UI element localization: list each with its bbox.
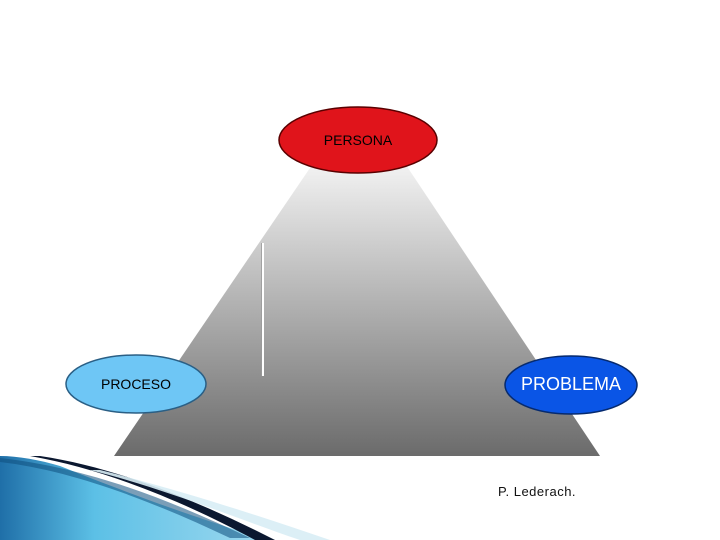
proceso-label: PROCESO — [100, 376, 171, 392]
author-credit: P. Lederach. — [498, 484, 577, 499]
corner-swoosh-decoration — [0, 456, 330, 540]
node-persona[interactable] — [278, 106, 438, 174]
node-proceso[interactable] — [65, 354, 207, 414]
persona-label: PERSONA — [323, 132, 393, 148]
node-problema[interactable] — [504, 355, 638, 415]
problema-label: PROBLEMA — [520, 374, 622, 394]
triangle-shape — [114, 165, 600, 456]
